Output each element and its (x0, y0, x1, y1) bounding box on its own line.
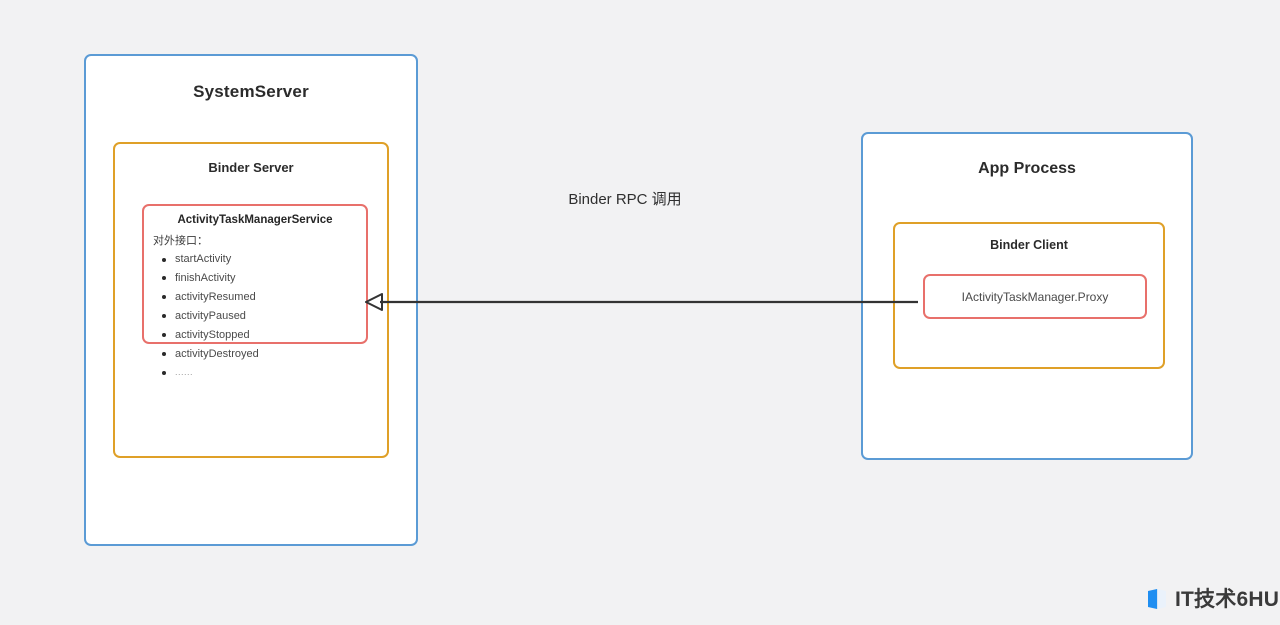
system-server-title: SystemServer (193, 82, 309, 101)
interface-section-label: 对外接口： (153, 235, 208, 247)
binder-client-title: Binder Client (990, 238, 1068, 252)
binder-server-box: Binder Server ActivityTaskManagerService… (113, 142, 389, 458)
activity-task-manager-proxy-box: IActivityTaskManager.Proxy (923, 274, 1147, 319)
activity-task-manager-proxy-label: IActivityTaskManager.Proxy (961, 290, 1109, 304)
binder-server-title: Binder Server (208, 160, 294, 175)
interface-list-item: activityDestroyed (162, 345, 360, 364)
book-icon (1148, 589, 1166, 609)
activity-task-manager-service-title: ActivityTaskManagerService (177, 214, 333, 226)
connector-label: Binder RPC 调用 (568, 191, 682, 208)
system-server-box: SystemServer Binder Server ActivityTaskM… (84, 54, 418, 546)
interface-list-item: finishActivity (162, 269, 360, 288)
interface-list-item: activityStopped (162, 326, 360, 345)
binder-client-box: Binder Client IActivityTaskManager.Proxy (893, 222, 1165, 369)
app-process-box: App Process Binder Client IActivityTaskM… (861, 132, 1193, 460)
interface-list-item: ...... (162, 363, 360, 382)
activity-task-manager-service-box: ActivityTaskManagerService 对外接口： startAc… (142, 204, 368, 377)
interface-list-item: activityResumed (162, 288, 360, 307)
app-process-title: App Process (978, 160, 1076, 177)
interface-list-item: startActivity (162, 250, 360, 269)
watermark: IT技术6HU (1145, 586, 1279, 612)
interface-list-item: activityPaused (162, 307, 360, 326)
watermark-text: IT技术6HU (1175, 587, 1280, 611)
